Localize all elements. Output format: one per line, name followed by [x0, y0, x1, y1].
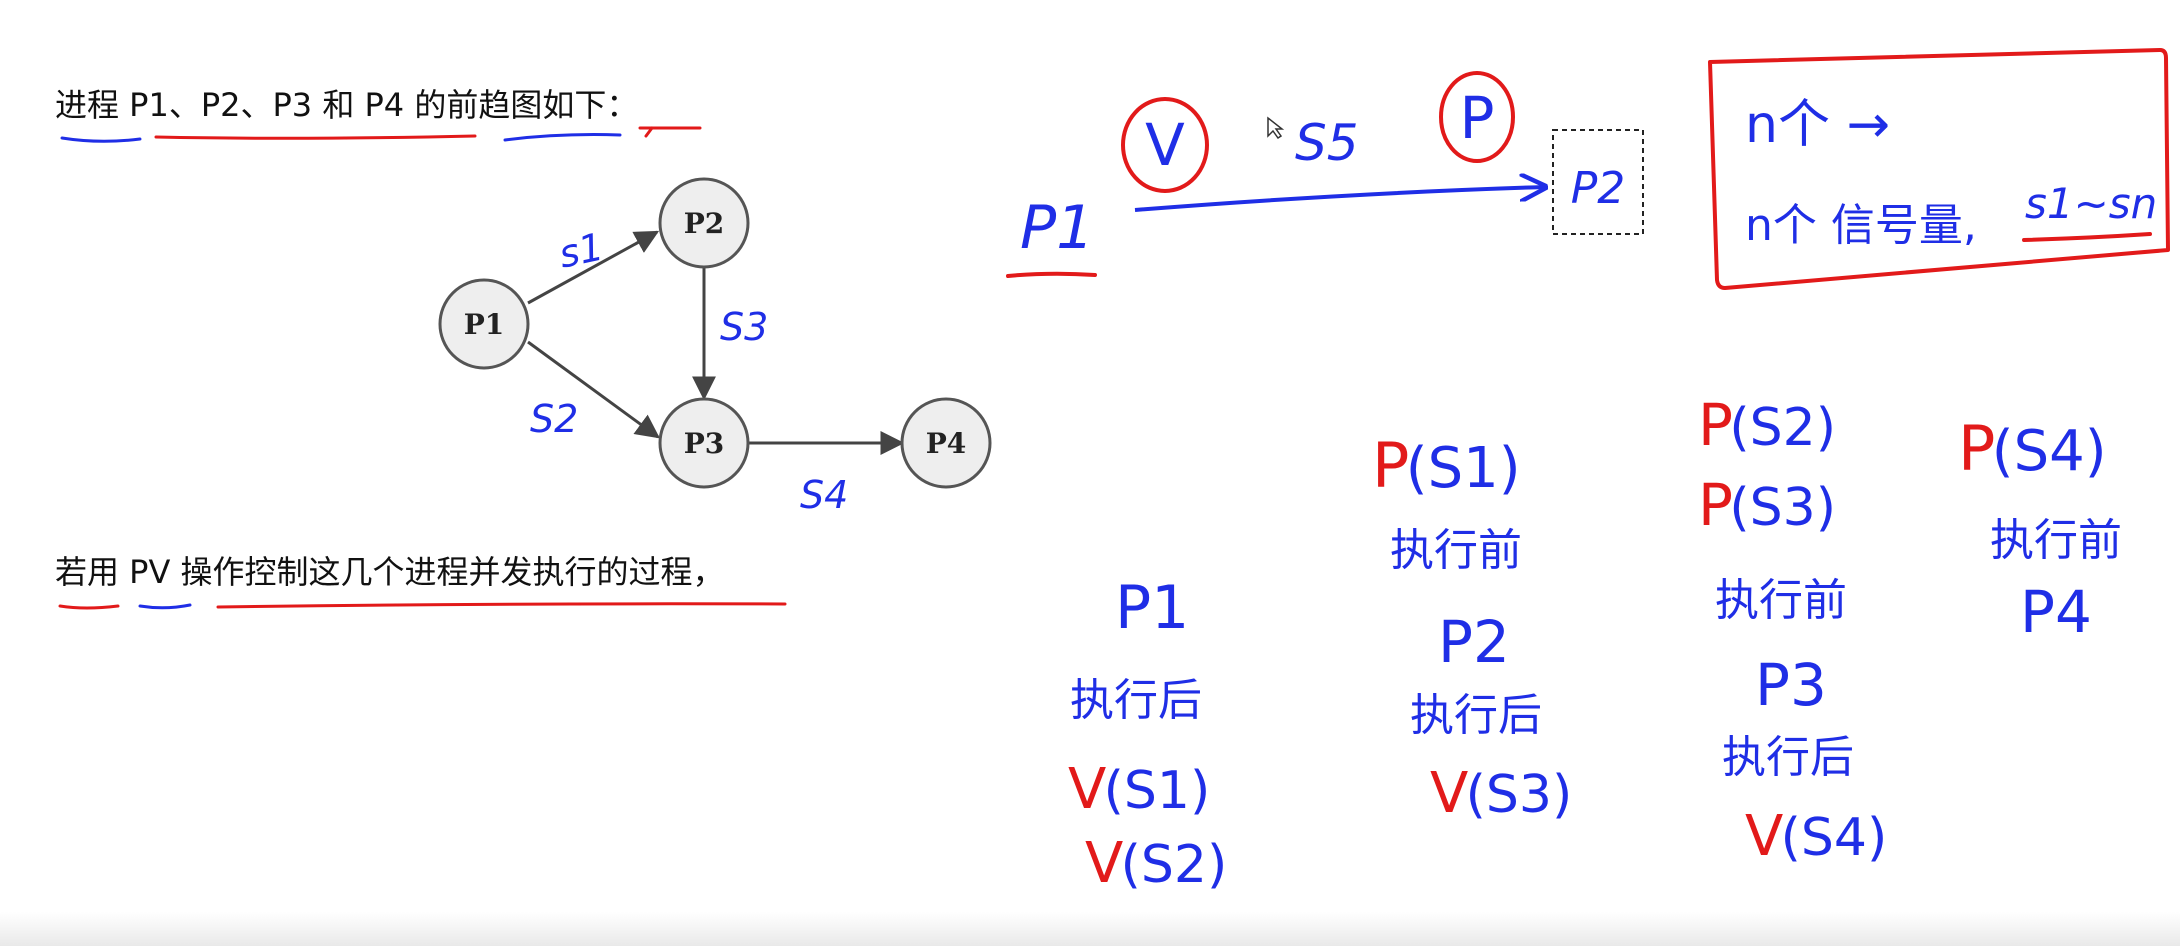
pv-example: P1 V S5 P P2 — [1006, 71, 1644, 278]
col-p1-op-2: V V(S2) — [1085, 831, 1227, 896]
example-v: V — [1145, 111, 1185, 179]
node-p2-label: P2 — [684, 207, 725, 240]
col-p3-op-before-2-text: P(S3) — [1698, 478, 1836, 538]
svg-text:V: V — [1745, 804, 1783, 869]
example-arrow — [1134, 187, 1545, 212]
slide-title: 进程 P1、P2、P3 和 P4 的前趋图如下： — [55, 86, 638, 124]
col-p3-before: 执行前 — [1715, 575, 1847, 626]
column-p1: P1 执行后 V V(S1) V V(S2) — [1068, 573, 1227, 896]
col-p2-process: P2 — [1438, 608, 1510, 676]
col-p3-op-after-1: V V(S4) — [1745, 804, 1887, 869]
svg-text:P: P — [1958, 412, 1995, 485]
col-p2-before: 执行前 — [1390, 525, 1522, 576]
node-p4-label: P4 — [926, 427, 967, 460]
example-target: P2 — [1571, 163, 1626, 214]
col-p4-process: P4 — [2020, 578, 2092, 646]
col-p3-after: 执行后 — [1722, 732, 1854, 783]
target-dashed-box — [1552, 129, 1644, 235]
svg-text:V: V — [1068, 757, 1106, 822]
col-p4-before: 执行前 — [1990, 515, 2122, 566]
edge-label-s2: S2 — [530, 397, 578, 441]
p-circle — [1439, 71, 1515, 163]
cursor-icon — [1267, 116, 1285, 140]
bottom-fade — [0, 912, 2180, 946]
column-p2: P P(S1) 执行前 P2 执行后 V V(S3) — [1372, 429, 1572, 826]
v-circle — [1121, 97, 1209, 193]
question-underlines — [58, 602, 787, 610]
node-p4: P4 — [900, 397, 992, 489]
note-range-underline — [2022, 232, 2152, 242]
col-p1-after: 执行后 — [1070, 675, 1202, 726]
col-p1-op-1: V V(S1) — [1068, 757, 1210, 822]
svg-text:P: P — [1698, 471, 1733, 539]
edge-p1-p3 — [527, 340, 660, 439]
column-p4: P P(S4) 执行前 P4 — [1958, 412, 2122, 646]
note-line2-prefix: n个 信号量, — [1745, 200, 1977, 251]
col-p4-op-before-1: P P(S4) — [1958, 412, 2107, 485]
column-p3: P P(S2) P P(S3) 执行前 P3 执行后 V V(S4) — [1698, 391, 1887, 869]
col-p2-after: 执行后 — [1410, 690, 1542, 741]
example-p: P — [1460, 84, 1495, 152]
edge-p1-p2 — [527, 230, 660, 305]
col-p3-op-before-2: P P(S3) — [1698, 471, 1836, 539]
note-box: n个 → n个 信号量, s1~sn — [1708, 48, 2170, 290]
col-p3-op-before-1-text: P(S2) — [1698, 398, 1836, 458]
col-p3-op-before-1: P P(S2) — [1698, 391, 1836, 459]
edge-label-s1: s1 — [555, 225, 607, 277]
note-line2-range: s1~sn — [2025, 179, 2157, 228]
edge-label-s4: S4 — [800, 473, 848, 517]
col-p4-op-before-1-text: P(S4) — [1958, 419, 2107, 484]
slide-question: 若用 PV 操作控制这几个进程并发执行的过程， — [55, 553, 725, 591]
col-p2-op-after-1: V V(S3) — [1430, 761, 1572, 826]
edge-label-s3: S3 — [720, 305, 768, 349]
col-p3-op-after-1-text: V(S4) — [1745, 808, 1887, 868]
svg-text:P: P — [1698, 391, 1733, 459]
node-p2: P2 — [658, 177, 750, 269]
node-p3-label: P3 — [684, 427, 725, 460]
svg-text:P: P — [1372, 429, 1409, 502]
precedence-graph: P1 P2 P3 P4 s1 S2 S3 S4 — [438, 177, 992, 517]
svg-text:V: V — [1430, 761, 1468, 826]
example-process: P1 — [1020, 193, 1094, 263]
col-p3-process: P3 — [1755, 651, 1827, 719]
example-signal: S5 — [1295, 114, 1359, 172]
node-p1: P1 — [438, 278, 530, 370]
col-p2-op-before-1: P P(S1) — [1372, 429, 1521, 502]
col-p2-op-after-1-text: V(S3) — [1430, 765, 1572, 825]
node-p3: P3 — [658, 397, 750, 489]
col-p1-op-1-text: V(S1) — [1068, 761, 1210, 821]
col-p1-process: P1 — [1115, 573, 1189, 643]
note-box-border — [1708, 48, 2170, 290]
svg-text:V: V — [1085, 831, 1123, 896]
col-p2-op-before-1-text: P(S1) — [1372, 436, 1521, 501]
note-line1: n个 → — [1745, 95, 1890, 155]
title-underlines — [60, 126, 702, 143]
col-p1-op-2-text: V(S2) — [1085, 835, 1227, 895]
example-process-underline — [1006, 271, 1097, 278]
node-p1-label: P1 — [464, 308, 505, 341]
